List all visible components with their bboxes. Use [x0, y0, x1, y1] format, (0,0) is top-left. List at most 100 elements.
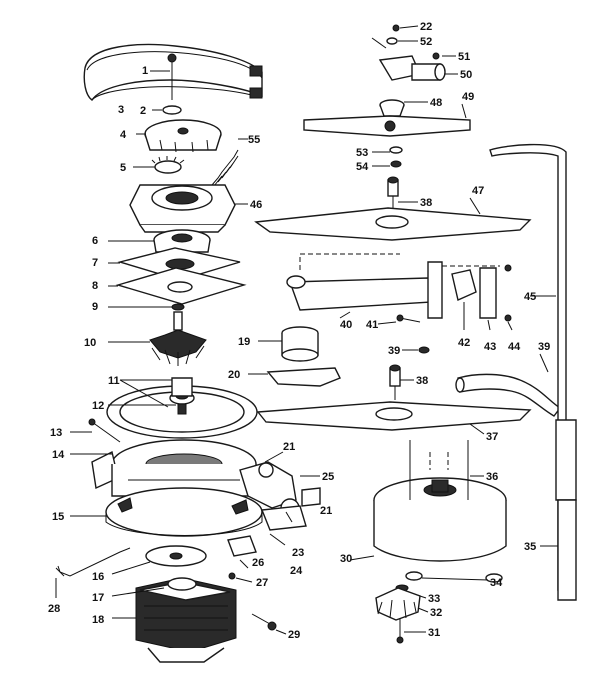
callout-label-c27: 27	[256, 577, 268, 589]
middle-spray-arm-part-47	[254, 207, 532, 241]
callout-label-c35: 35	[524, 541, 536, 553]
callout-label-c32: 32	[430, 607, 442, 619]
impeller-part-10	[149, 311, 207, 366]
callout-label-c31: 31	[428, 627, 440, 639]
callout-label-c12: 12	[92, 400, 104, 412]
screw-part-51	[432, 52, 440, 60]
callout-label-c11: 11	[108, 375, 120, 387]
callout-label-c34: 34	[490, 577, 503, 589]
impeller-part-16	[145, 545, 207, 567]
washer-part-52	[386, 37, 398, 45]
callout-label-c1: 1	[142, 65, 148, 77]
callout-numbers: 1234567891011121314151617181920212122232…	[48, 21, 550, 641]
callout-label-c30: 30	[340, 553, 352, 565]
spring-part-55	[211, 149, 239, 187]
heater-element	[83, 43, 263, 101]
nut-part-1	[167, 53, 177, 63]
callout-label-c40: 40	[340, 319, 352, 331]
gear-part-5	[151, 156, 185, 174]
callout-label-c22: 22	[420, 21, 432, 33]
callout-label-c45: 45	[524, 291, 536, 303]
callout-label-c55: 55	[248, 134, 260, 146]
callout-label-c39a: 39	[388, 345, 400, 357]
callout-label-c51: 51	[458, 51, 470, 63]
hub-part-48	[379, 99, 405, 117]
fan-impeller-part-4	[144, 119, 222, 153]
callout-label-c23: 23	[292, 547, 304, 559]
bracket-part-26	[227, 535, 257, 557]
pump-base-part-14	[91, 439, 257, 497]
callout-label-c43: 43	[484, 341, 496, 353]
bracket-part-42	[442, 265, 500, 301]
callout-label-c10: 10	[84, 337, 96, 349]
spring-clip-part-28	[55, 547, 131, 577]
drain-tube-part-45	[489, 143, 577, 601]
callout-label-c21a: 21	[283, 441, 295, 453]
shaft-part-12	[177, 403, 187, 415]
callout-label-c20: 20	[228, 369, 240, 381]
screw-part-31	[396, 618, 404, 644]
callout-label-c36: 36	[486, 471, 498, 483]
callout-label-c54: 54	[356, 161, 369, 173]
callout-label-c41: 41	[366, 319, 378, 331]
bracket-part-43	[479, 267, 497, 319]
callout-label-c15: 15	[52, 511, 64, 523]
screw-part-29	[251, 613, 277, 631]
callout-label-c24: 24	[290, 565, 303, 577]
callout-label-c7: 7	[92, 257, 98, 269]
callout-label-c14: 14	[52, 449, 65, 461]
callout-label-c13: 13	[50, 427, 62, 439]
callout-label-c9: 9	[92, 301, 98, 313]
plate-part-8	[115, 267, 247, 305]
nozzle-part-38-lower	[389, 364, 401, 400]
callout-label-c38a: 38	[420, 197, 432, 209]
callout-label-c26: 26	[252, 557, 264, 569]
callout-label-c50: 50	[460, 69, 472, 81]
callout-label-c19: 19	[238, 336, 250, 348]
callout-label-c53: 53	[356, 147, 368, 159]
washer-part-2	[162, 105, 182, 115]
callout-label-c49: 49	[462, 91, 474, 103]
callout-label-c3: 3	[118, 104, 124, 116]
pump-cover-part-6	[153, 229, 211, 253]
spray-arm-support-part-40	[286, 253, 443, 319]
nut-part-39-middle	[418, 346, 430, 354]
callout-label-c38b: 38	[416, 375, 428, 387]
callout-label-c2: 2	[140, 105, 146, 117]
nut-part-27	[228, 572, 236, 580]
screw-part-44	[504, 264, 512, 322]
valve-assembly-parts-21-25	[239, 461, 321, 531]
seal-part-20	[266, 367, 341, 387]
callout-label-c18: 18	[92, 614, 104, 626]
callout-label-c29: 29	[288, 629, 300, 641]
callout-label-c48: 48	[430, 97, 442, 109]
pump-housing-part-30-36	[373, 440, 507, 562]
upper-spray-arm-part-49	[303, 115, 471, 137]
nut-part-9	[171, 303, 185, 311]
washer-part-54	[390, 160, 402, 168]
gasket-part-34	[405, 571, 503, 583]
callout-label-c25: 25	[322, 471, 334, 483]
nozzle-part-38-upper	[387, 176, 399, 212]
callout-label-c28: 28	[48, 603, 60, 615]
pump-filter-part-19	[281, 326, 319, 362]
callout-label-c17: 17	[92, 592, 104, 604]
motor-part-17-18	[135, 577, 237, 663]
callout-label-c33: 33	[428, 593, 440, 605]
nut-part-53	[389, 146, 403, 154]
callout-label-c46: 46	[250, 199, 262, 211]
callout-label-c6: 6	[92, 235, 98, 247]
callout-label-c5: 5	[120, 162, 126, 174]
motor-housing-part-46	[129, 184, 236, 233]
callout-label-c4: 4	[120, 129, 127, 141]
callout-label-c8: 8	[92, 280, 98, 292]
callout-label-c37: 37	[486, 431, 498, 443]
screw-part-41	[396, 314, 421, 323]
fill-hose-part-39-right	[455, 373, 562, 417]
callout-label-c42: 42	[458, 337, 470, 349]
callout-label-c52: 52	[420, 36, 432, 48]
screw-part-22	[392, 24, 400, 32]
callout-label-c47: 47	[472, 185, 484, 197]
screw-part-13	[88, 418, 121, 443]
